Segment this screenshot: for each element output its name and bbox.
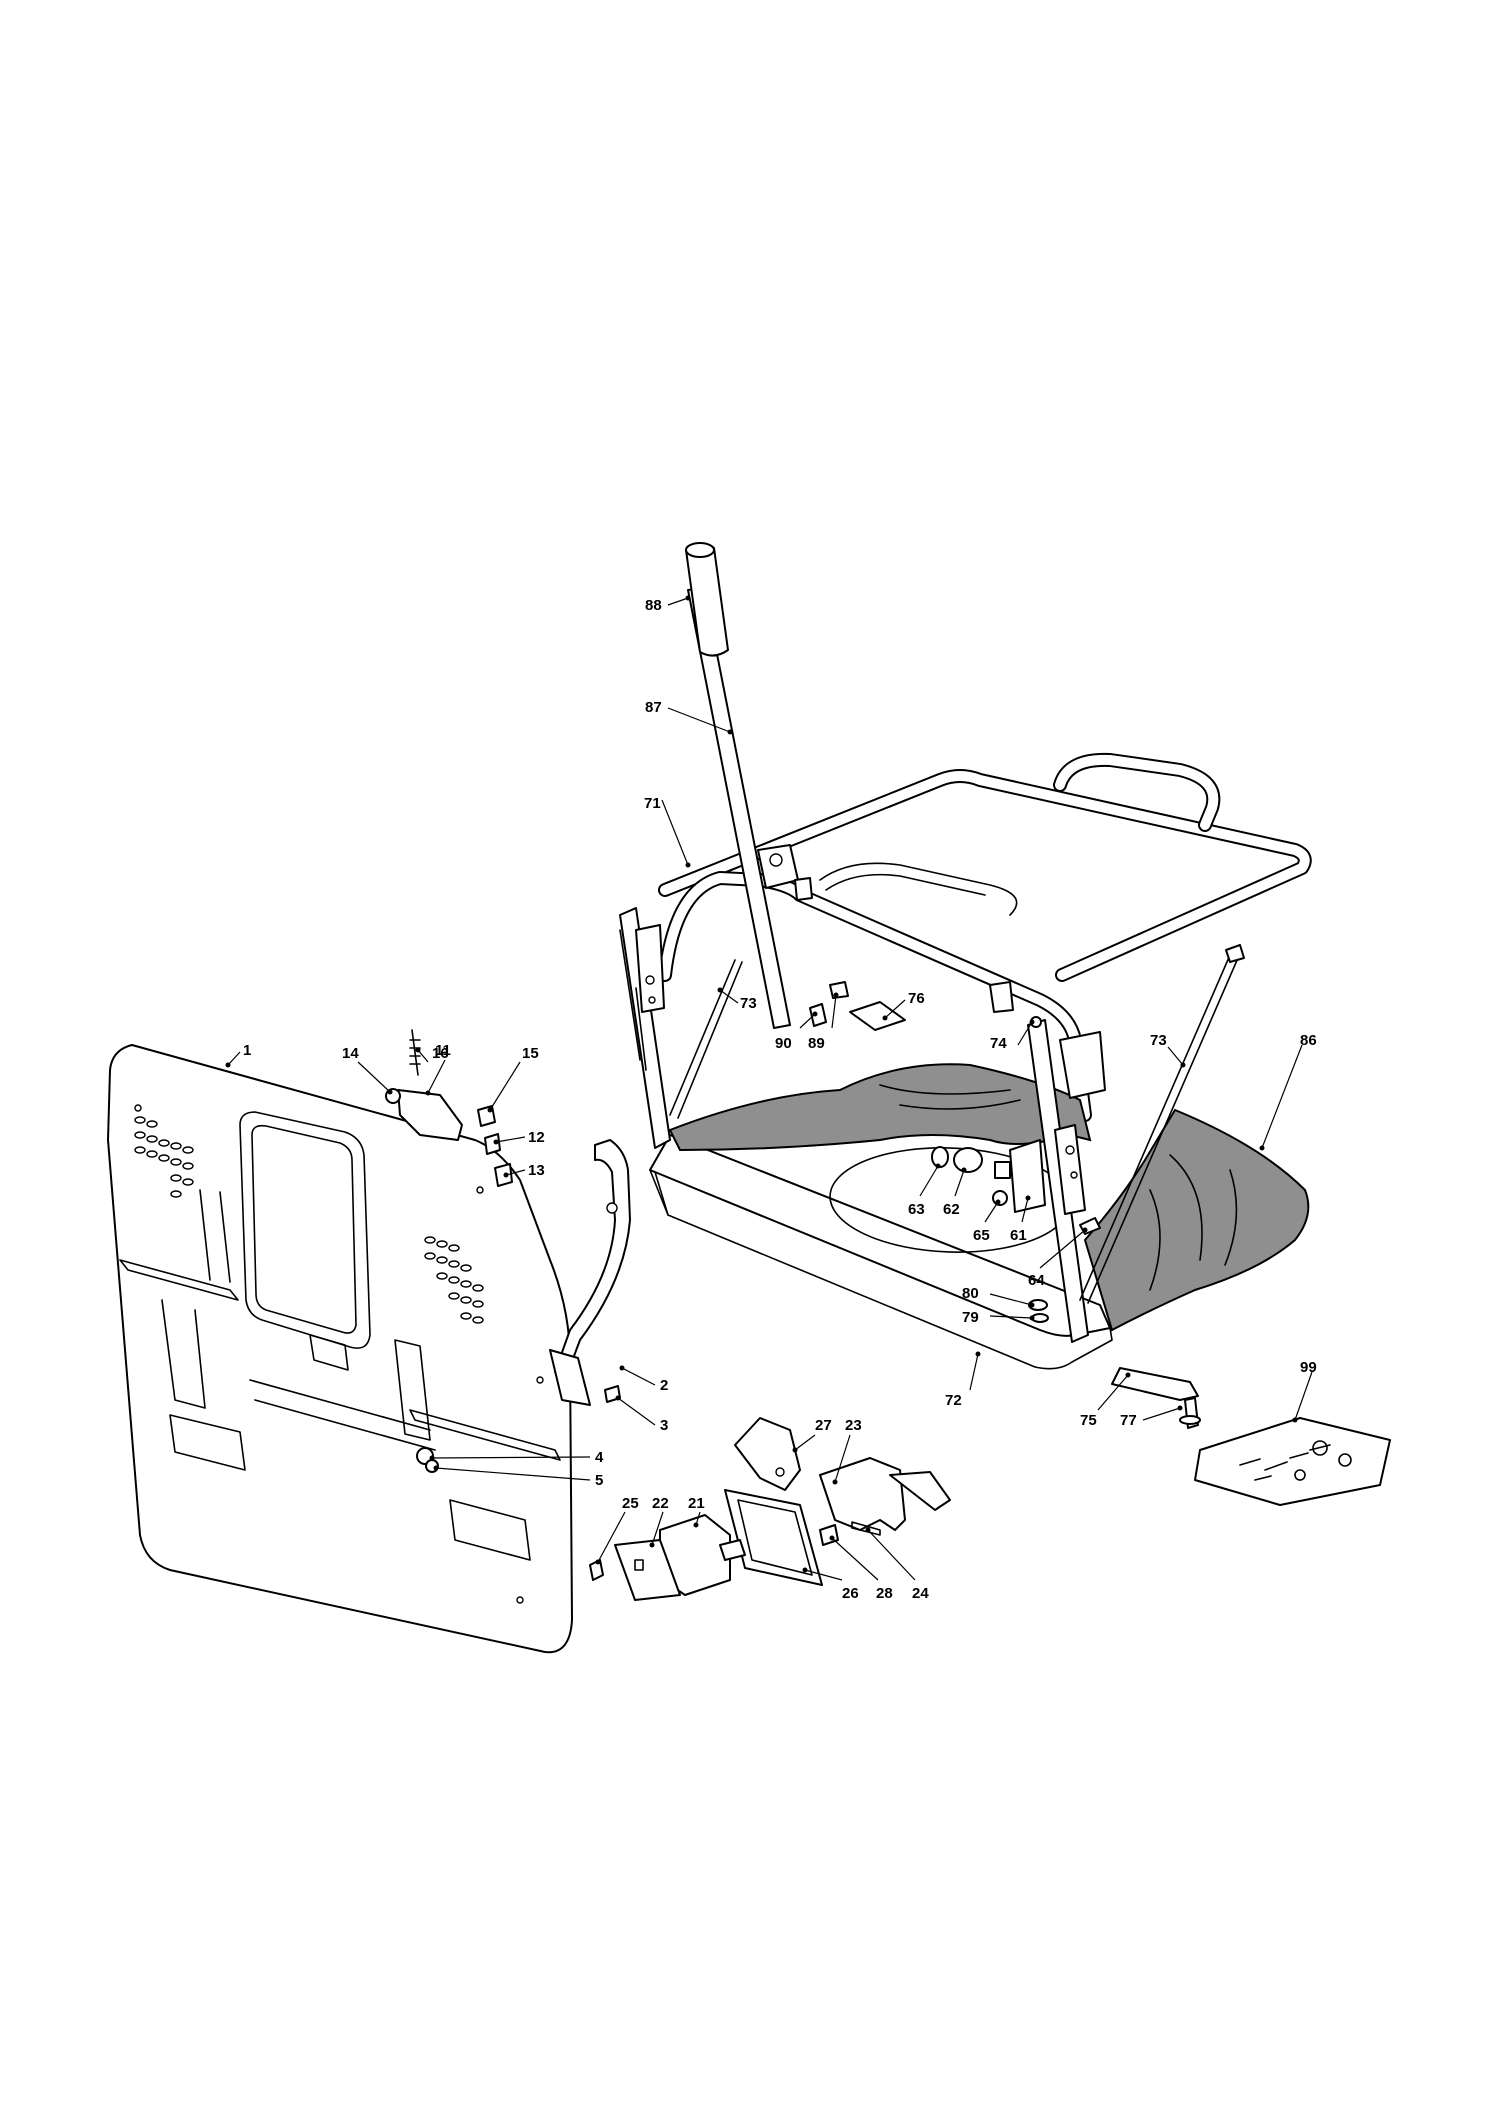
callout-14: 14 (342, 1045, 359, 1062)
callout-12: 12 (528, 1129, 545, 1146)
callout-71: 71 (644, 795, 661, 812)
callout-76: 76 (908, 990, 925, 1007)
latch-and-switch-parts (589, 1417, 951, 1601)
callout-89: 89 (808, 1035, 825, 1052)
callout-16: 16 (432, 1045, 449, 1062)
callout-5: 5 (595, 1472, 603, 1489)
callout-62: 62 (943, 1201, 960, 1218)
callout-77: 77 (1120, 1412, 1137, 1429)
callout-21: 21 (688, 1495, 705, 1512)
callout-87: 87 (645, 699, 662, 716)
callout-22: 22 (652, 1495, 669, 1512)
vent-holes-right (424, 1236, 484, 1324)
callout-99: 99 (1300, 1359, 1317, 1376)
callout-79: 79 (962, 1309, 979, 1326)
callout-26: 26 (842, 1585, 859, 1602)
callout-86: 86 (1300, 1032, 1317, 1049)
callout-88: 88 (645, 597, 662, 614)
callout-3: 3 (660, 1417, 668, 1434)
callout-4: 4 (595, 1449, 604, 1466)
callout-23: 23 (845, 1417, 862, 1434)
callout-1: 1 (243, 1042, 251, 1059)
callout-15: 15 (522, 1045, 539, 1062)
vent-holes-left (134, 1116, 194, 1198)
callout-2: 2 (660, 1377, 668, 1394)
callout-65: 65 (973, 1227, 990, 1244)
callout-61: 61 (1010, 1227, 1027, 1244)
callout-80: 80 (962, 1285, 979, 1302)
front-panel-assembly (107, 1029, 631, 1654)
callouts: 1 2 3 4 5 11 12 13 14 15 16 21 2 (225, 595, 1317, 1602)
callout-73-right: 73 (1150, 1032, 1167, 1049)
callout-63: 63 (908, 1201, 925, 1218)
grass-catcher-assembly (619, 542, 1391, 1506)
callout-75: 75 (1080, 1412, 1097, 1429)
callout-13: 13 (528, 1162, 545, 1179)
callout-25: 25 (622, 1495, 639, 1512)
callout-11: 11 (435, 1042, 451, 1059)
callout-90: 90 (775, 1035, 792, 1052)
callout-74: 74 (990, 1035, 1007, 1052)
callout-24: 24 (912, 1585, 929, 1602)
callout-64: 64 (1028, 1272, 1045, 1289)
callout-72: 72 (945, 1392, 962, 1409)
callout-28: 28 (876, 1585, 893, 1602)
callout-73-left: 73 (740, 995, 757, 1012)
callout-27: 27 (815, 1417, 832, 1434)
